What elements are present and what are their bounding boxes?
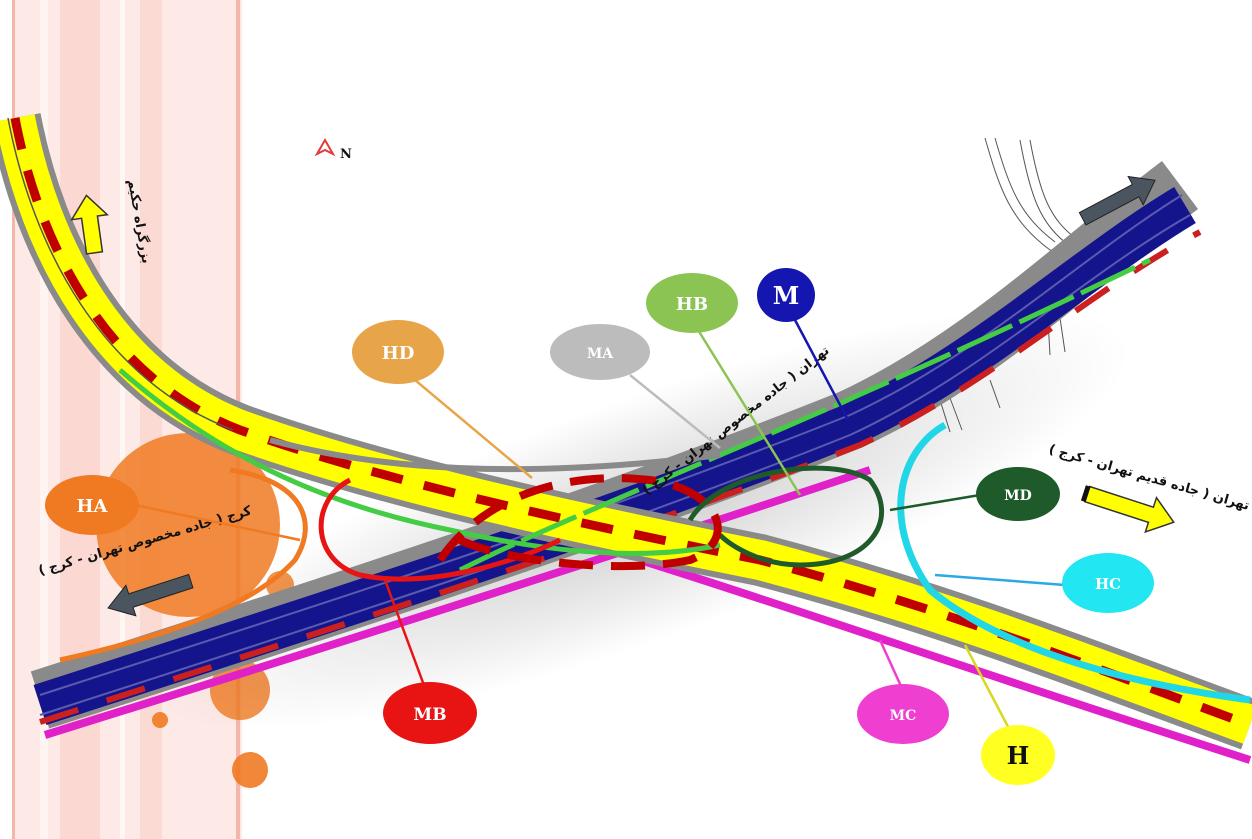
arrow-west-icon	[107, 573, 194, 617]
badge-mc: MC	[857, 684, 949, 744]
arrow-east-icon	[1080, 485, 1175, 534]
badge-ha: HA	[45, 475, 139, 535]
leader-hb	[693, 324, 802, 496]
badge-md: MD	[976, 467, 1060, 521]
ramp-mc-road	[638, 556, 1252, 764]
ramp-ha-road	[59, 467, 308, 663]
ramp-hb-road	[118, 257, 1152, 573]
callout-leaders	[134, 319, 1066, 741]
badge-ha-label: HA	[77, 496, 109, 517]
leader-mb	[383, 579, 427, 689]
road-label-east: تهران ( جاده قدیم تهران - کرج )	[1047, 442, 1251, 514]
badge-mc-label: MC	[890, 708, 917, 724]
leader-hd	[414, 379, 533, 479]
badge-mb-label: MB	[413, 705, 446, 725]
badge-m-label: M	[773, 281, 800, 310]
badge-hd-label: HD	[382, 343, 415, 364]
badge-hd: HD	[352, 320, 444, 384]
leader-h	[963, 644, 1017, 741]
badge-ma: MA	[550, 324, 650, 380]
badge-ma-label: MA	[587, 346, 614, 362]
badge-md-label: MD	[1004, 488, 1032, 504]
arrow-north-icon	[70, 194, 109, 255]
badge-mb: MB	[383, 682, 477, 744]
badge-hb-label: HB	[676, 294, 708, 315]
compass-letter: N	[340, 147, 352, 162]
leader-hc	[934, 573, 1066, 587]
badge-hb: HB	[646, 273, 738, 333]
ramp-md-road	[687, 465, 884, 568]
leader-m	[793, 319, 850, 421]
ramp-mb-road	[318, 474, 722, 582]
badge-hc-label: HC	[1095, 575, 1121, 593]
compass: N	[314, 137, 352, 162]
callout-badges: HA HD MA HB M MD HC MC	[45, 268, 1154, 785]
badge-m: M	[757, 268, 815, 322]
local-streets	[939, 137, 1081, 433]
ramp-hc-road	[897, 421, 1251, 704]
leader-md	[889, 493, 981, 512]
arrow-northeast-icon	[1078, 175, 1156, 226]
leader-ha	[134, 503, 301, 542]
badge-h-label: H	[1007, 741, 1030, 770]
freeway-m	[30, 161, 1202, 739]
ramp-ma-road	[269, 437, 721, 473]
leader-ma	[629, 374, 721, 449]
north-arrow-icon	[314, 137, 336, 157]
badge-h: H	[981, 725, 1055, 785]
direction-arrows	[70, 175, 1175, 617]
badge-hc: HC	[1062, 553, 1154, 613]
